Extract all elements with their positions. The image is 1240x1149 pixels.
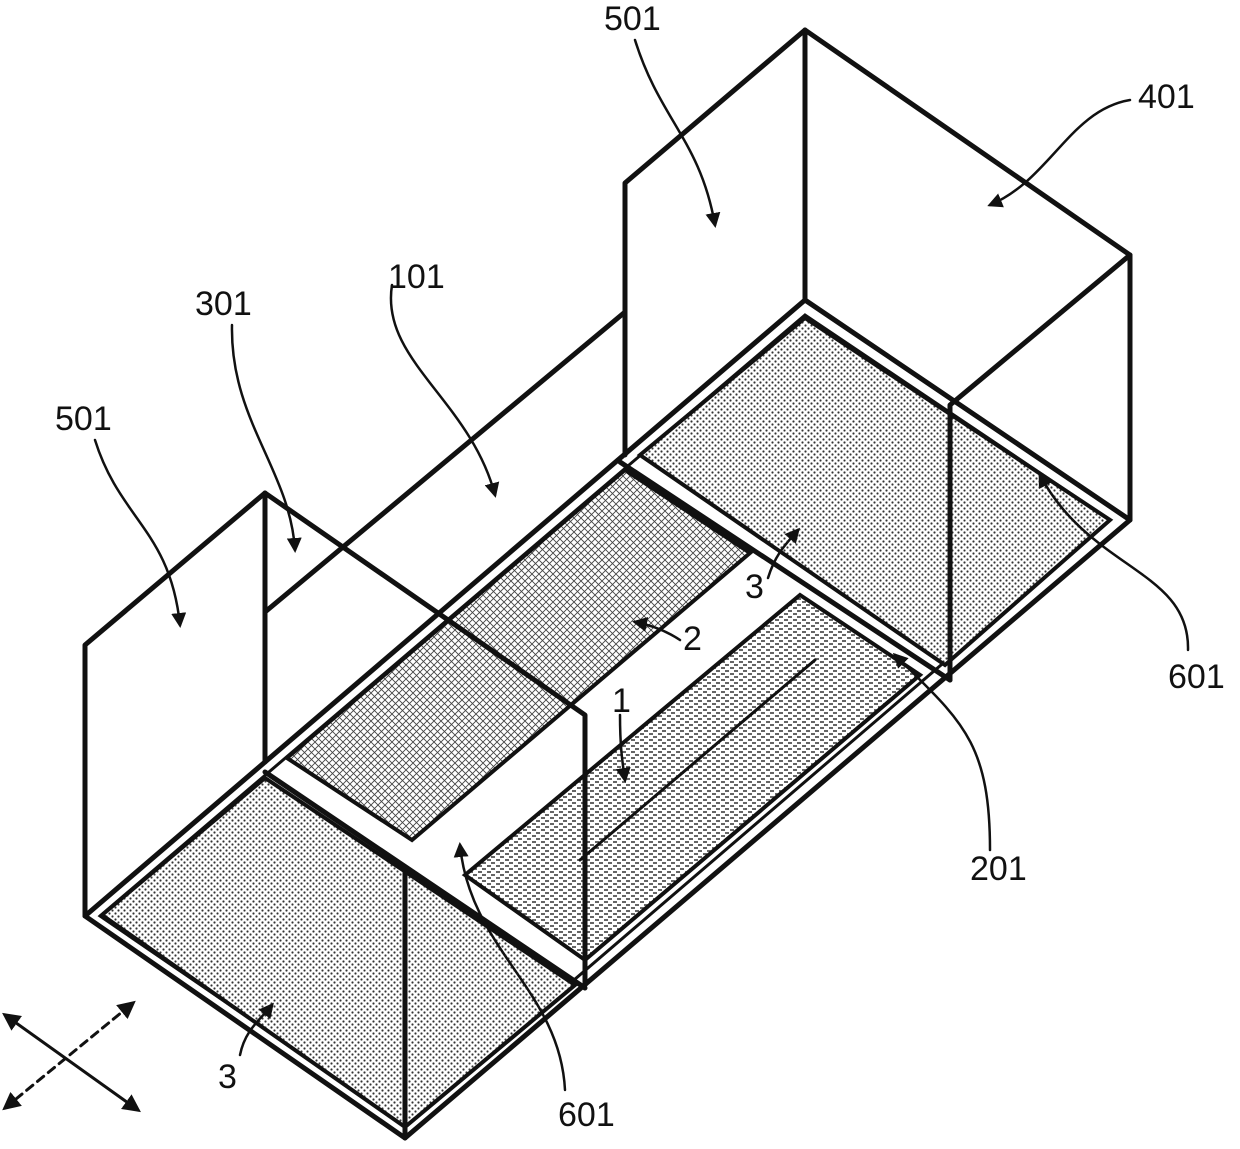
- label-2: 2: [683, 620, 702, 658]
- leader-top-501: [635, 40, 715, 225]
- label-left-501: 501: [55, 400, 112, 438]
- direction-arrow-solid: [5, 1015, 138, 1110]
- label-bottom-3: 3: [218, 1058, 237, 1096]
- label-401: 401: [1138, 78, 1195, 116]
- label-201: 201: [970, 850, 1027, 888]
- label-1: 1: [612, 682, 631, 720]
- label-301: 301: [195, 285, 252, 323]
- leader-left-501: [95, 440, 180, 625]
- label-right-601: 601: [1168, 658, 1225, 696]
- label-top-501: 501: [604, 0, 661, 38]
- panel-3-back: [640, 318, 1110, 665]
- label-mid-3: 3: [745, 568, 764, 606]
- leader-401: [990, 100, 1130, 205]
- label-bottom-601: 601: [558, 1096, 615, 1134]
- label-101: 101: [388, 258, 445, 296]
